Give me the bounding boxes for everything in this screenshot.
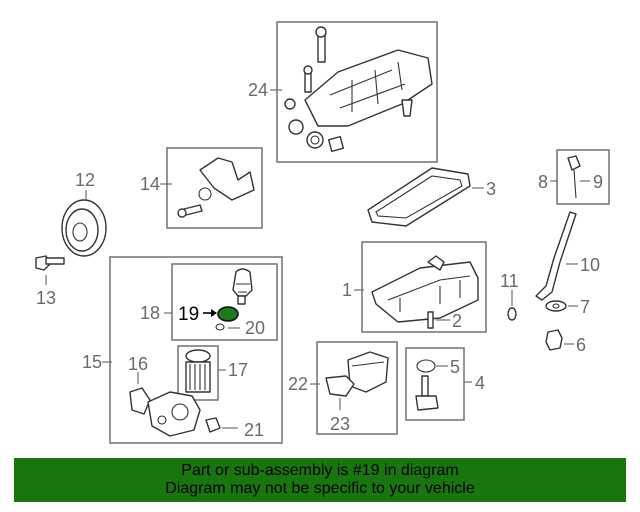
callout-21: 21 xyxy=(244,420,264,440)
callout-14: 14 xyxy=(140,174,160,194)
callout-7: 7 xyxy=(580,297,590,317)
group-4: 5 4 xyxy=(405,347,485,421)
callout-19: 19 xyxy=(178,304,199,325)
group-14: 14 xyxy=(140,147,263,229)
callout-2: 2 xyxy=(452,311,462,331)
callout-11: 11 xyxy=(500,271,519,291)
callout-16: 16 xyxy=(128,354,148,374)
callout-18: 18 xyxy=(140,303,160,323)
callout-3: 3 xyxy=(486,179,496,199)
callout-9: 9 xyxy=(593,172,603,192)
callout-12: 12 xyxy=(75,170,95,190)
callout-15: 15 xyxy=(82,352,102,372)
callout-22: 22 xyxy=(288,374,308,394)
banner-line-2: Diagram may not be specific to your vehi… xyxy=(165,480,475,497)
part-10-tube: 10 xyxy=(535,211,600,301)
callout-6: 6 xyxy=(576,335,586,355)
callout-17: 17 xyxy=(228,360,248,380)
group-1-oil-pan: 2 1 xyxy=(342,241,487,333)
group-8-box xyxy=(556,149,610,205)
callout-20: 20 xyxy=(245,318,265,338)
callout-13: 13 xyxy=(36,288,56,308)
callout-24: 24 xyxy=(248,80,268,100)
group-22: 23 22 xyxy=(288,341,398,435)
group-15: 19 20 18 17 16 21 15 xyxy=(82,256,283,444)
callout-4: 4 xyxy=(475,373,485,393)
callout-5: 5 xyxy=(450,357,460,377)
part-3-gasket: 3 xyxy=(367,167,496,227)
callout-1: 1 xyxy=(342,280,352,300)
part-12-pulley: 12 xyxy=(61,170,107,257)
part-19-oring xyxy=(217,306,239,322)
part-11-seal: 11 xyxy=(500,271,519,321)
part-13-bolt: 13 xyxy=(35,255,65,308)
engine-cover-drawing xyxy=(284,26,433,153)
callout-23: 23 xyxy=(330,414,350,434)
group-24-engine-cover: 24 xyxy=(248,21,438,163)
part-7-washer: 7 xyxy=(545,297,590,317)
group-8-dipstick: 9 8 xyxy=(538,149,610,205)
callout-10: 10 xyxy=(580,255,600,275)
callout-8: 8 xyxy=(538,172,548,192)
info-banner: Part or sub-assembly is #19 in diagram D… xyxy=(14,458,626,502)
banner-line-1: Part or sub-assembly is #19 in diagram xyxy=(181,462,459,479)
part-6-drain-plug: 6 xyxy=(545,329,586,355)
